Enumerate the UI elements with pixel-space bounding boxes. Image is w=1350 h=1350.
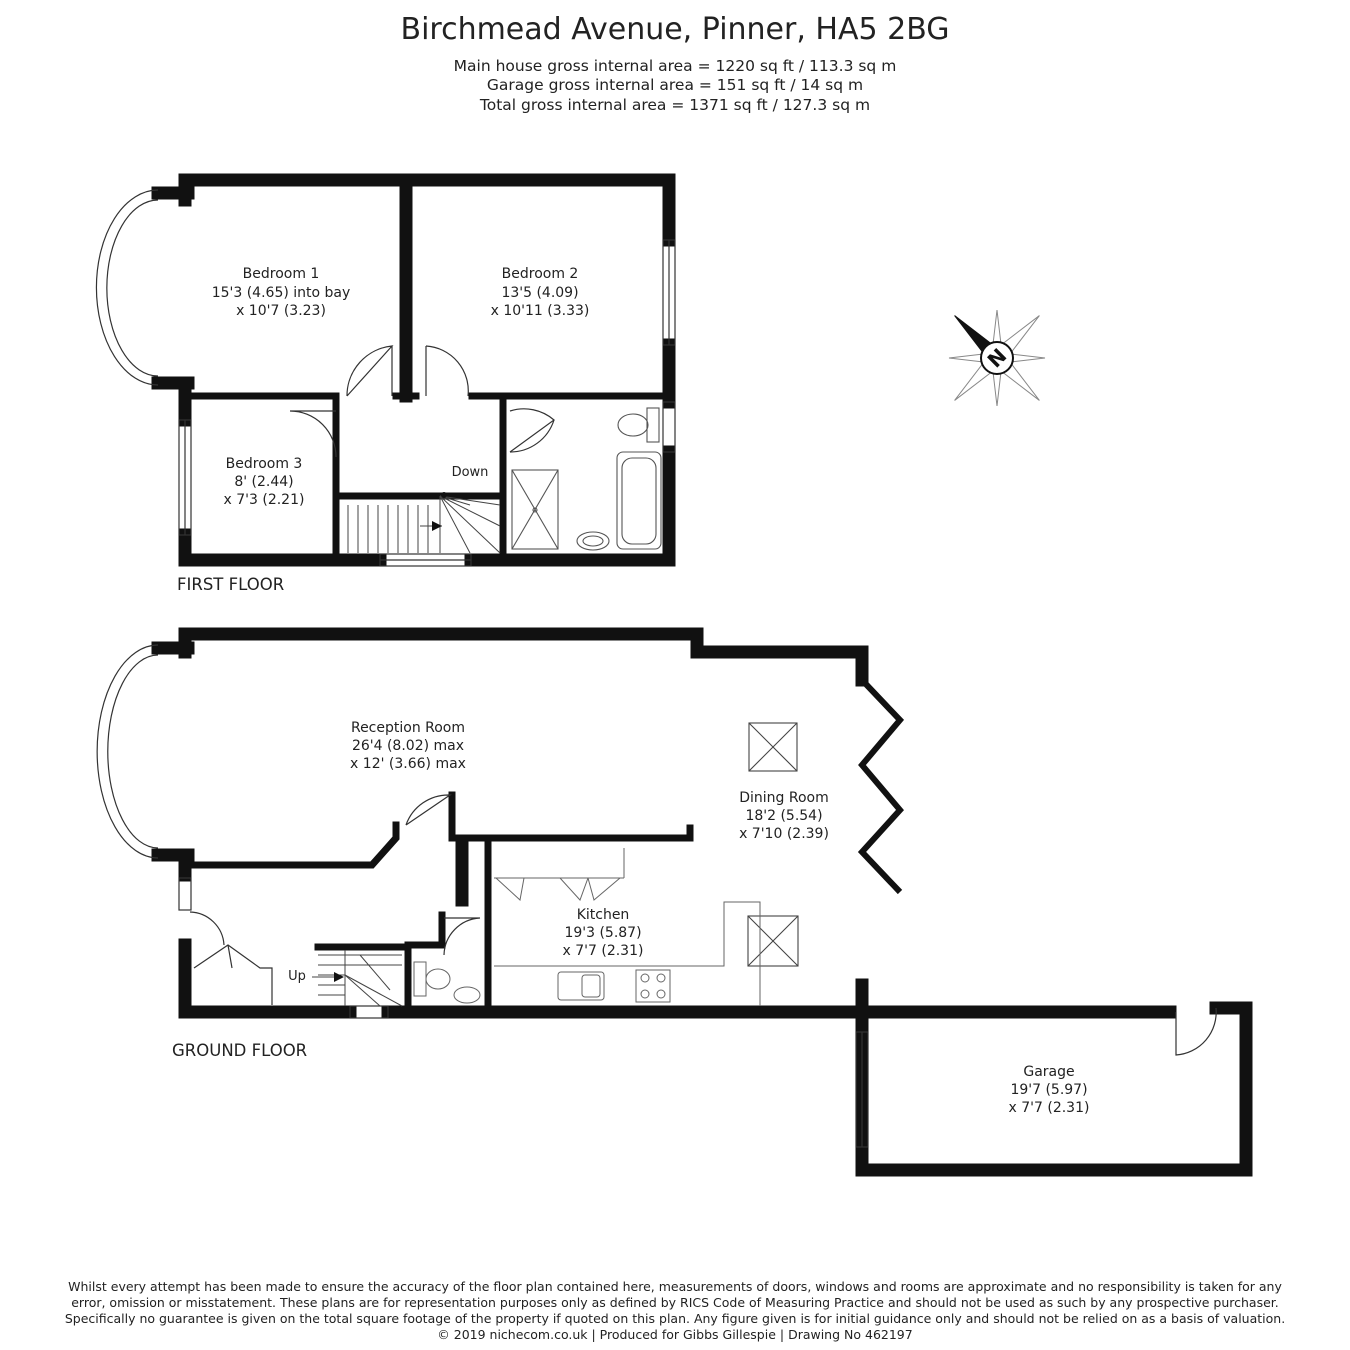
wc-toilet — [413, 961, 427, 997]
shower-tray — [511, 469, 559, 550]
bedroom2-dim2: x 10'11 (3.33) — [491, 303, 590, 319]
bathtub — [616, 451, 662, 550]
first-floor-windows — [178, 239, 676, 567]
bedroom2-dim1: 13'5 (4.09) — [501, 285, 578, 301]
garage-area: Garage gross internal area = 151 sq ft /… — [486, 76, 864, 94]
reception-room-dim2: x 12' (3.66) max — [350, 756, 466, 772]
kitchen-dim1: 19'3 (5.87) — [564, 925, 641, 941]
ground-floor-windows — [178, 877, 869, 1148]
wc-fixtures — [413, 961, 481, 1004]
kitchen-label: Kitchen — [577, 907, 630, 923]
skylights — [747, 722, 799, 967]
main-house-area: Main house gross internal area = 1220 sq… — [453, 57, 897, 75]
compass-icon: N — [948, 309, 1046, 407]
bifold-doors — [857, 677, 905, 895]
plan-title: Birchmead Avenue, Pinner, HA5 2BG — [400, 12, 950, 47]
garage-label: Garage — [1023, 1064, 1074, 1080]
bedroom3-dim2: x 7'3 (2.21) — [224, 492, 305, 508]
stairs-up-label: Up — [288, 969, 306, 984]
dining-room-dim2: x 7'10 (2.39) — [739, 826, 829, 842]
disclaimer-line-1: Whilst every attempt has been made to en… — [68, 1279, 1282, 1294]
stair-marker — [441, 492, 447, 498]
copyright-line: © 2019 nichecom.co.uk | Produced for Gib… — [437, 1327, 913, 1342]
bedroom2-label: Bedroom 2 — [502, 266, 579, 282]
bay-window-first-floor — [95, 189, 159, 386]
stairs-down-label: Down — [452, 465, 489, 480]
hob — [635, 969, 671, 1003]
first-floor-doors — [289, 345, 555, 458]
stair-up-arrow-icon — [334, 972, 344, 982]
bathroom-fixtures — [511, 407, 662, 551]
bedroom3-dim1: 8' (2.44) — [234, 474, 293, 490]
ground-floor-plan: Reception Room 26'4 (8.02) max x 12' (3.… — [96, 627, 1253, 1177]
garage-dim1: 19'7 (5.97) — [1010, 1082, 1087, 1098]
bedroom3-label: Bedroom 3 — [226, 456, 303, 472]
first-floor-inner-walls — [181, 392, 664, 564]
reception-room-dim1: 26'4 (8.02) max — [352, 738, 464, 754]
disclaimer-line-3: Specifically no guarantee is given on th… — [64, 1311, 1286, 1326]
total-area: Total gross internal area = 1371 sq ft /… — [479, 96, 871, 114]
disclaimer: Whilst every attempt has been made to en… — [0, 1279, 1350, 1343]
first-floor-plan: Bedroom 1 15'3 (4.65) into bay x 10'7 (3… — [95, 173, 676, 594]
stair-direction-arrow-icon — [432, 521, 442, 531]
kitchen-fixtures — [494, 848, 761, 1006]
dining-room-label: Dining Room — [739, 790, 829, 806]
bedroom1-dim1: 15'3 (4.65) into bay — [212, 285, 351, 301]
dining-room-dim1: 18'2 (5.54) — [745, 808, 822, 824]
basin — [576, 531, 610, 551]
kitchen-sink — [557, 971, 605, 1001]
kitchen-dim2: x 7'7 (2.31) — [563, 943, 644, 959]
ground-floor-inner-walls — [184, 791, 694, 1014]
garage-dim2: x 7'7 (2.31) — [1009, 1100, 1090, 1116]
reception-room-label: Reception Room — [351, 720, 465, 736]
ground-floor-stairs — [312, 950, 403, 1007]
bedroom1-label: Bedroom 1 — [243, 266, 320, 282]
bedroom1-dim2: x 10'7 (3.23) — [236, 303, 326, 319]
stair-up-marker — [315, 944, 321, 950]
first-floor-walls — [151, 173, 676, 567]
disclaimer-line-2: error, omission or misstatement. These p… — [71, 1295, 1279, 1310]
first-floor-label: FIRST FLOOR — [177, 575, 284, 594]
ground-floor-doors — [189, 794, 1217, 1056]
wc-basin — [453, 986, 481, 1004]
ground-floor-label: GROUND FLOOR — [172, 1041, 307, 1060]
first-floor-stairs — [347, 495, 501, 554]
toilet — [646, 407, 660, 443]
bay-window-ground-floor — [96, 644, 159, 859]
